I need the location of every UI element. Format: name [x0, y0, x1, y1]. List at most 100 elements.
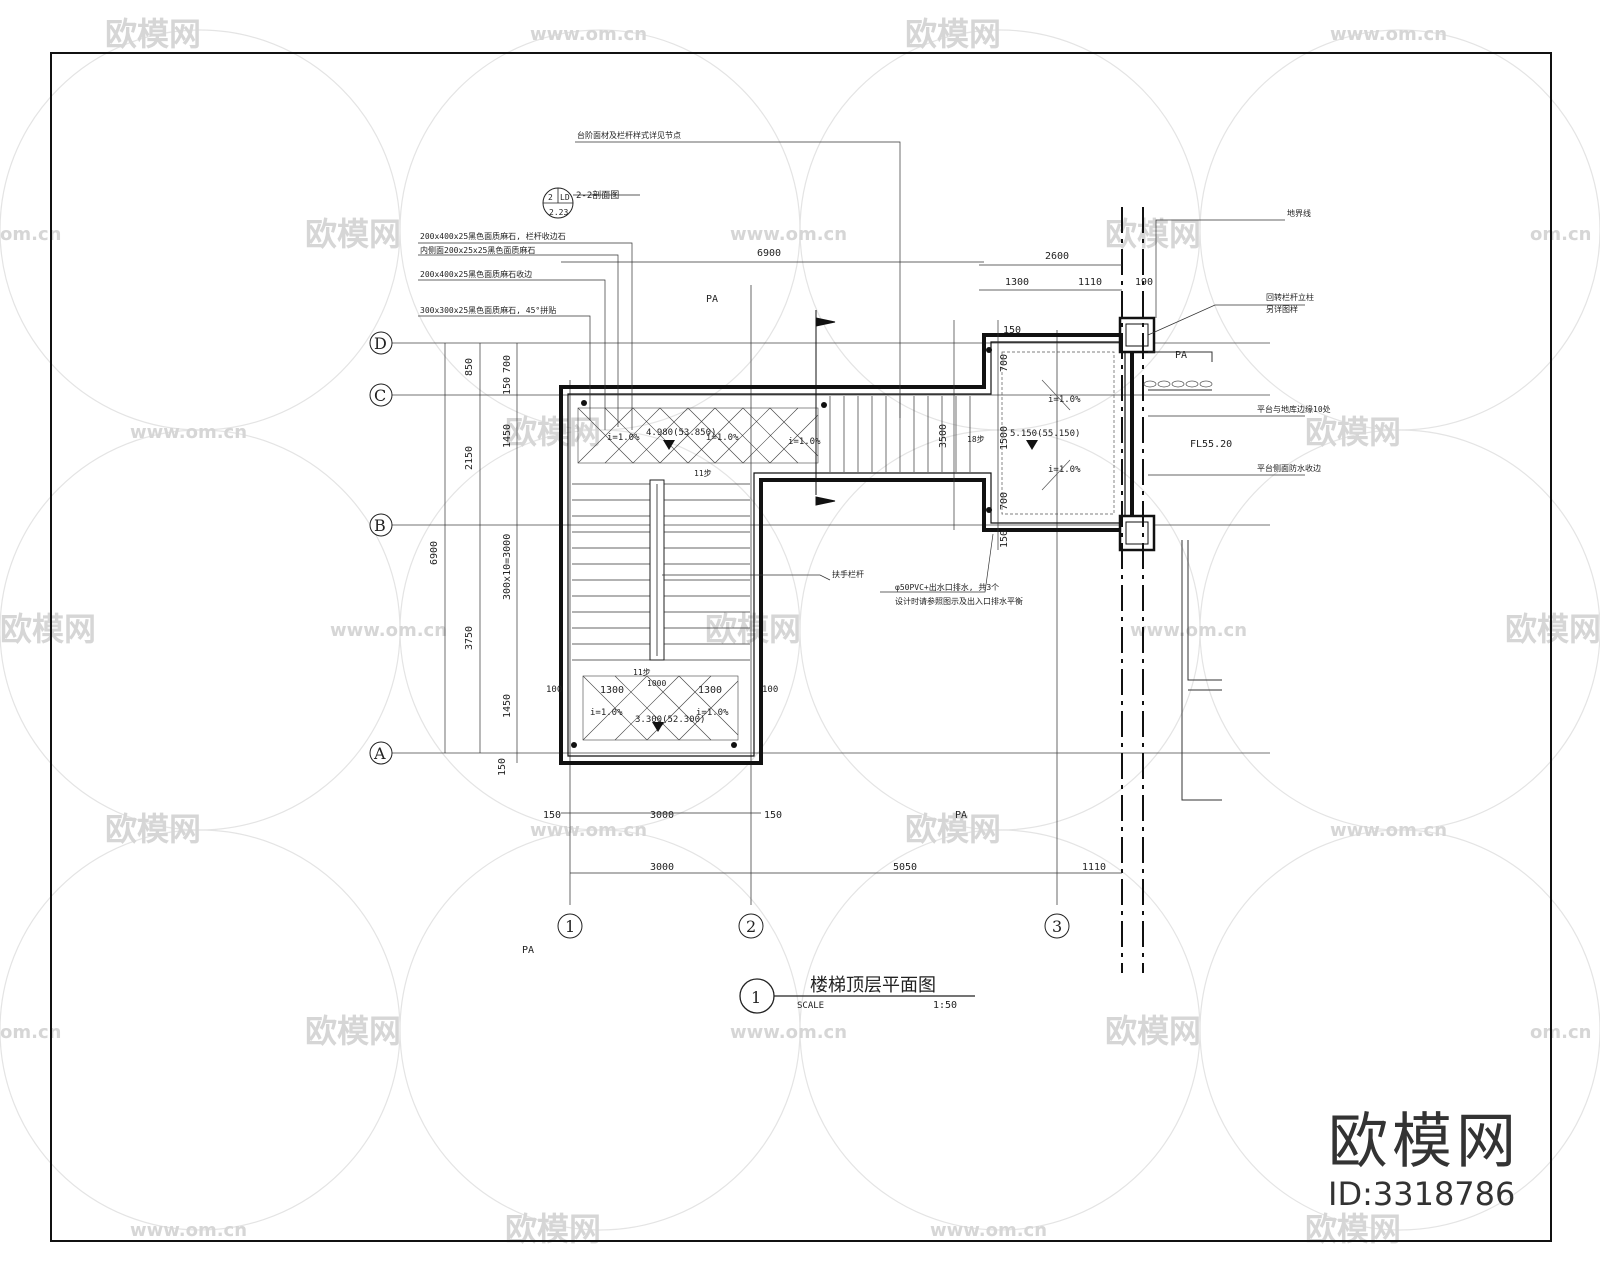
axis-label-b: B [374, 516, 386, 535]
label-side-width: 100 [546, 685, 562, 695]
watermark-brand: 欧模网 [1305, 1210, 1401, 1248]
dim-1300b: 1300 [600, 685, 624, 696]
watermark-brand: 欧模网 [0, 610, 96, 648]
watermark-brand: 欧模网 [1505, 610, 1600, 648]
watermark-url: www.om.cn [530, 24, 647, 45]
dim-150-r: 150 [999, 530, 1010, 548]
label-slope: i=1.0% [706, 433, 739, 443]
dim-6900-top: 6900 [757, 248, 781, 259]
watermark-brand: 欧模网 [505, 413, 601, 451]
label-slope: i=1.0% [607, 433, 640, 443]
axis-label-2: 2 [746, 917, 756, 936]
dim-2600: 2600 [1045, 251, 1069, 262]
title-number: 1 [751, 988, 761, 1007]
label-elevation-platform: 5.150(55.150) [1010, 429, 1080, 439]
watermark-url: www.om.cn [130, 1220, 247, 1241]
watermark-url: om.cn [1530, 224, 1591, 245]
label-side-width: 100 [762, 685, 778, 695]
label-pa: PA [522, 945, 534, 956]
watermark-brand: 欧模网 [905, 810, 1001, 848]
axis-lines [392, 285, 1270, 905]
note-material-2: 内侧面200x25x25黑色面质麻石 [420, 245, 535, 255]
dim-850: 850 [464, 358, 475, 376]
watermark-url: www.om.cn [330, 620, 447, 641]
brand-logo: 欧模网 ID:3318786 [1328, 1110, 1520, 1214]
dim-3500: 3500 [938, 424, 949, 448]
label-pa: PA [1175, 350, 1187, 361]
axis-label-1: 1 [565, 917, 575, 936]
note-column-detail: 另详图样 [1266, 304, 1298, 314]
dim-150-top: 150 [1003, 325, 1021, 336]
dim-1450: 1450 [502, 424, 513, 448]
boundary-line [1121, 207, 1144, 973]
note-handrail: 扶手栏杆 [832, 569, 864, 579]
drawing-title-block [739, 978, 975, 1014]
watermark-brand: 欧模网 [705, 610, 801, 648]
watermark-arcs [0, 29, 1600, 1231]
watermark-url: www.om.cn [530, 820, 647, 841]
watermark-url: www.om.cn [1130, 620, 1247, 641]
label-pa: PA [706, 294, 718, 305]
label-elevation-top: 4.980(53.850) [646, 428, 716, 438]
dim-1500: 1500 [999, 426, 1010, 450]
watermark-brand: 欧模网 [1305, 413, 1401, 451]
callout-number: 2 [548, 193, 553, 202]
watermark-url: www.om.cn [130, 422, 247, 443]
watermark-url: www.om.cn [730, 224, 847, 245]
dimension-lines [444, 261, 1122, 874]
watermark-brand: 欧模网 [1105, 215, 1201, 253]
column-inner [1125, 323, 1149, 545]
brand-id: ID:3318786 [1328, 1175, 1516, 1213]
dim-150b: 150 [497, 758, 508, 776]
label-steps: 11步 [633, 668, 651, 677]
dim-190: 190 [1135, 277, 1153, 288]
dim-150c: 150 [543, 810, 561, 821]
dim-1450b: 1450 [502, 694, 513, 718]
section-cut-marks [815, 310, 836, 506]
watermark-url: om.cn [1530, 1022, 1591, 1043]
dim-1110: 1110 [1078, 277, 1102, 288]
note-drain: φ50PVC+出水口排水, 共3个 [895, 582, 999, 592]
dim-700: 700 [502, 355, 513, 373]
note-column: 回转栏杆立柱 [1266, 292, 1314, 302]
watermark-url: www.om.cn [1330, 24, 1447, 45]
callout-sheet-2: 2.23 [549, 208, 568, 217]
axis-label-a: A [373, 744, 386, 763]
drawing-title: 楼梯顶层平面图 [810, 975, 936, 996]
scale-label: SCALE [797, 1001, 824, 1011]
dim-2150: 2150 [464, 446, 475, 470]
horizontal-flight-treads [829, 396, 971, 472]
watermark-brand: 欧模网 [105, 15, 201, 53]
dim-1300c: 1300 [698, 685, 722, 696]
note-platform-edge: 平台与地库边缘10处 [1257, 404, 1331, 414]
callout-sheet: LD [560, 193, 570, 202]
label-slope: i=1.0% [696, 708, 729, 718]
dim-150d: 150 [764, 810, 782, 821]
label-steps: 11步 [694, 469, 712, 478]
label-slope: i=1.0% [788, 437, 821, 447]
axis-bubbles [369, 331, 1070, 939]
dim-3000b: 3000 [650, 862, 674, 873]
dim-150: 150 [502, 377, 513, 395]
scale-value: 1:50 [933, 1000, 957, 1011]
slope-arrows [652, 440, 1038, 732]
dim-5050: 5050 [893, 862, 917, 873]
note-boundary: 地界线 [1287, 208, 1311, 218]
watermark-url: www.om.cn [730, 1022, 847, 1043]
label-steps: 18步 [967, 435, 985, 444]
dim-700-r1: 700 [999, 354, 1010, 372]
dim-3000a: 3000 [650, 810, 674, 821]
dim-700-r2: 700 [999, 492, 1010, 510]
note-material-1: 200x400x25黑色面质麻石, 栏杆收边石 [420, 231, 566, 241]
stair-walls [559, 333, 1134, 765]
drain-points [571, 347, 992, 748]
gravel-hatch [1143, 380, 1213, 388]
callout-label: 2-2剖面图 [576, 189, 619, 201]
label-slope: i=1.0% [590, 708, 623, 718]
section-callout [542, 187, 640, 219]
note-drain-detail: 设计时请参照图示及出入口排水平衡 [895, 596, 1023, 606]
axis-label-c: C [374, 386, 386, 405]
top-landing-paving [577, 407, 819, 464]
